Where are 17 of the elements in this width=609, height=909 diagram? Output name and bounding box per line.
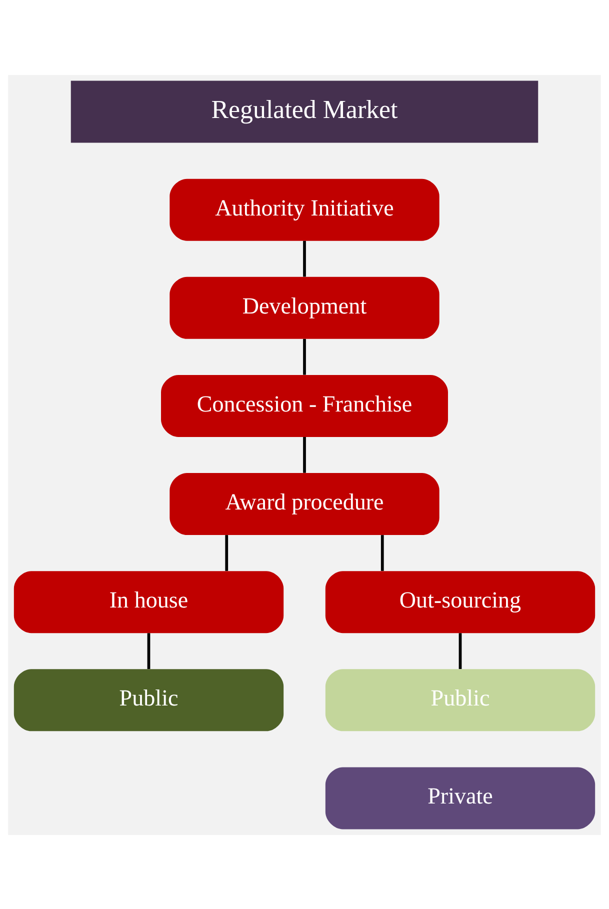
node-box: In house (14, 570, 284, 633)
connector (458, 632, 462, 668)
node-box: Award procedure (170, 472, 440, 535)
connector (303, 436, 306, 472)
connector (225, 534, 228, 570)
connector (303, 240, 306, 276)
connector (380, 534, 384, 570)
node-box: Public (325, 668, 596, 731)
connector (147, 632, 150, 668)
connector (303, 338, 306, 374)
node-box: Private (325, 766, 596, 829)
node-box: Concession - Franchise (161, 374, 448, 436)
node-box: Public (14, 668, 284, 731)
node-box: Regulated Market (70, 80, 538, 142)
node-box: Out-sourcing (325, 570, 596, 633)
node-box: Development (170, 276, 440, 338)
node-box: Authority Initiative (170, 178, 440, 240)
